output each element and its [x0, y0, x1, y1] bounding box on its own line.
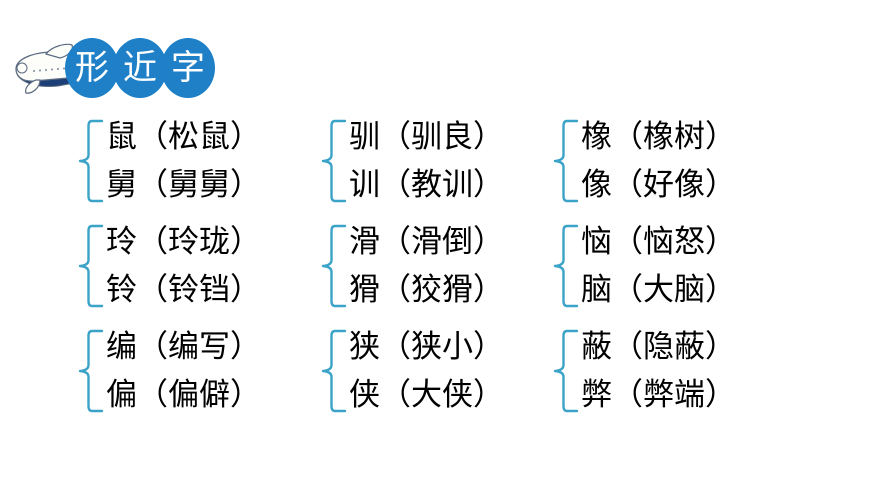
title-char-2: 近 — [123, 48, 157, 88]
curly-brace-icon — [553, 328, 579, 414]
pair-line-top: 滑（滑倒） — [349, 223, 504, 260]
title-char-1: 形 — [75, 48, 109, 88]
curly-brace-icon — [553, 118, 579, 204]
curly-brace-icon — [78, 118, 104, 204]
pair-lines: 恼（恼怒） 脑（大脑） — [581, 218, 736, 314]
pair-lines: 驯（驯良） 训（教训） — [349, 113, 504, 209]
pair-line-bottom: 训（教训） — [349, 166, 504, 203]
pair-line-top: 鼠（松鼠） — [106, 118, 261, 155]
pair-lines: 橡（橡树） 像（好像） — [581, 113, 736, 209]
pair-lines: 狭（狭小） 侠（大侠） — [349, 323, 504, 419]
pair-line-top: 驯（驯良） — [349, 118, 504, 155]
pair-line-bottom: 偏（偏僻） — [106, 376, 261, 413]
pair-line-top: 蔽（隐蔽） — [581, 328, 736, 365]
character-pair-group: 鼠（松鼠） 舅（舅舅） — [78, 108, 321, 213]
pair-line-top: 橡（橡树） — [581, 118, 736, 155]
pair-lines: 鼠（松鼠） 舅（舅舅） — [106, 113, 261, 209]
character-pair-group: 玲（玲珑） 铃（铃铛） — [78, 213, 321, 318]
pair-line-bottom: 舅（舅舅） — [106, 166, 261, 203]
character-pair-group: 橡（橡树） 像（好像） — [553, 108, 793, 213]
curly-brace-icon — [78, 328, 104, 414]
pair-line-top: 狭（狭小） — [349, 328, 504, 365]
pair-line-bottom: 脑（大脑） — [581, 271, 736, 308]
title-char-3: 字 — [171, 48, 205, 88]
header-badge: 形 近 字 — [10, 36, 240, 100]
pair-line-bottom: 侠（大侠） — [349, 376, 504, 413]
character-pairs-grid: 鼠（松鼠） 舅（舅舅） 驯（驯良） 训（教训） 橡（橡树） 像（好像） 玲（玲珑） 铃（铃铛）… — [78, 108, 858, 423]
pair-line-top: 编（编写） — [106, 328, 261, 365]
pair-line-bottom: 铃（铃铛） — [106, 271, 261, 308]
pair-line-bottom: 弊（弊端） — [581, 376, 736, 413]
curly-brace-icon — [321, 118, 347, 204]
title-pill-3: 字 — [161, 38, 215, 98]
pair-line-top: 玲（玲珑） — [106, 223, 261, 260]
title-pill-2: 近 — [113, 38, 167, 98]
character-pair-group: 编（编写） 偏（偏僻） — [78, 318, 321, 423]
character-pair-group: 蔽（隐蔽） 弊（弊端） — [553, 318, 793, 423]
page-title: 形 近 字 — [65, 36, 215, 100]
curly-brace-icon — [321, 328, 347, 414]
character-pair-group: 滑（滑倒） 猾（狡猾） — [321, 213, 553, 318]
character-pair-group: 驯（驯良） 训（教训） — [321, 108, 553, 213]
pair-lines: 滑（滑倒） 猾（狡猾） — [349, 218, 504, 314]
pair-line-bottom: 像（好像） — [581, 166, 736, 203]
curly-brace-icon — [553, 223, 579, 309]
pair-lines: 玲（玲珑） 铃（铃铛） — [106, 218, 261, 314]
pair-lines: 编（编写） 偏（偏僻） — [106, 323, 261, 419]
pair-line-bottom: 猾（狡猾） — [349, 271, 504, 308]
pair-line-top: 恼（恼怒） — [581, 223, 736, 260]
character-pair-group: 恼（恼怒） 脑（大脑） — [553, 213, 793, 318]
pair-lines: 蔽（隐蔽） 弊（弊端） — [581, 323, 736, 419]
curly-brace-icon — [321, 223, 347, 309]
title-pill-1: 形 — [65, 38, 119, 98]
character-pair-group: 狭（狭小） 侠（大侠） — [321, 318, 553, 423]
curly-brace-icon — [78, 223, 104, 309]
